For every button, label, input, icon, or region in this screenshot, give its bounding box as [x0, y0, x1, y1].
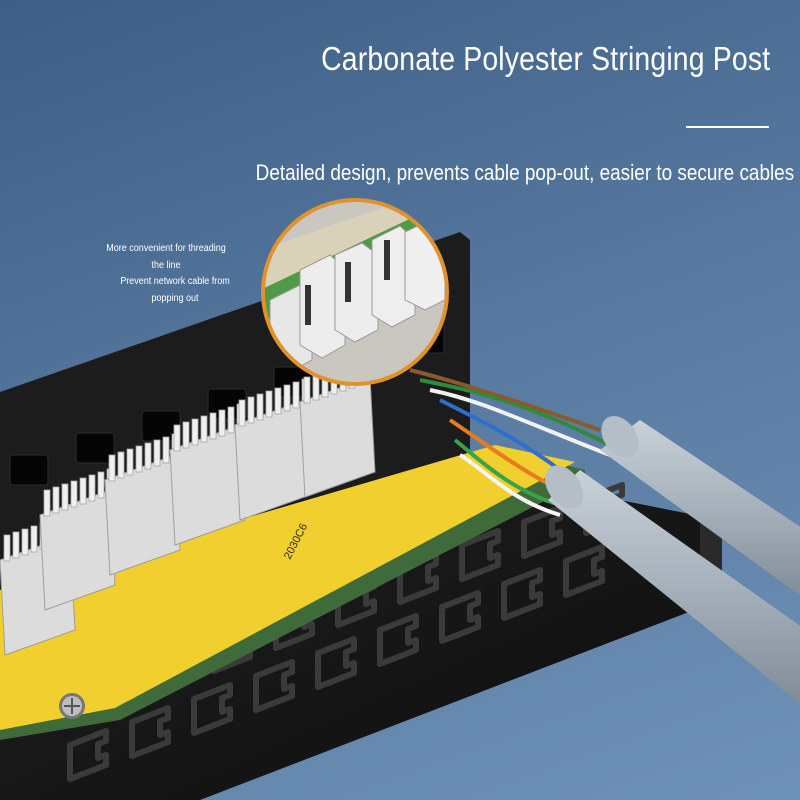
- panel-slot: [397, 551, 439, 605]
- panel-slot: [315, 636, 357, 690]
- panel-slot: [129, 705, 171, 759]
- network-cables: [409, 368, 800, 704]
- rj45-port: [207, 388, 247, 420]
- panel-slot: [439, 590, 481, 644]
- terminal-block: [169, 403, 246, 546]
- pcb-board: 2030C6: [0, 445, 585, 740]
- panel-slot: [501, 567, 543, 621]
- subtitle: Detailed design, prevents cable pop-out,…: [255, 160, 794, 185]
- panel-slot: [521, 505, 563, 559]
- cable-upper: [600, 416, 800, 596]
- rj45-port: [75, 432, 115, 464]
- panel-slot: [459, 528, 501, 582]
- rj45-port: [9, 454, 49, 486]
- panel-slot: [67, 728, 109, 782]
- callout-threading: More convenient for threading the line: [106, 243, 226, 271]
- terminal-block: [104, 433, 181, 576]
- panel-slot: [191, 682, 233, 736]
- title-divider: [686, 126, 769, 128]
- panel-slot: [253, 659, 295, 713]
- headline: Carbonate Polyester Stringing Post: [320, 40, 770, 77]
- panel-slot: [563, 544, 605, 598]
- panel-slot: [377, 613, 419, 667]
- cable-lower: [544, 465, 800, 704]
- screw: [59, 693, 85, 719]
- callout-popout: Prevent network cable from popping out: [120, 276, 230, 304]
